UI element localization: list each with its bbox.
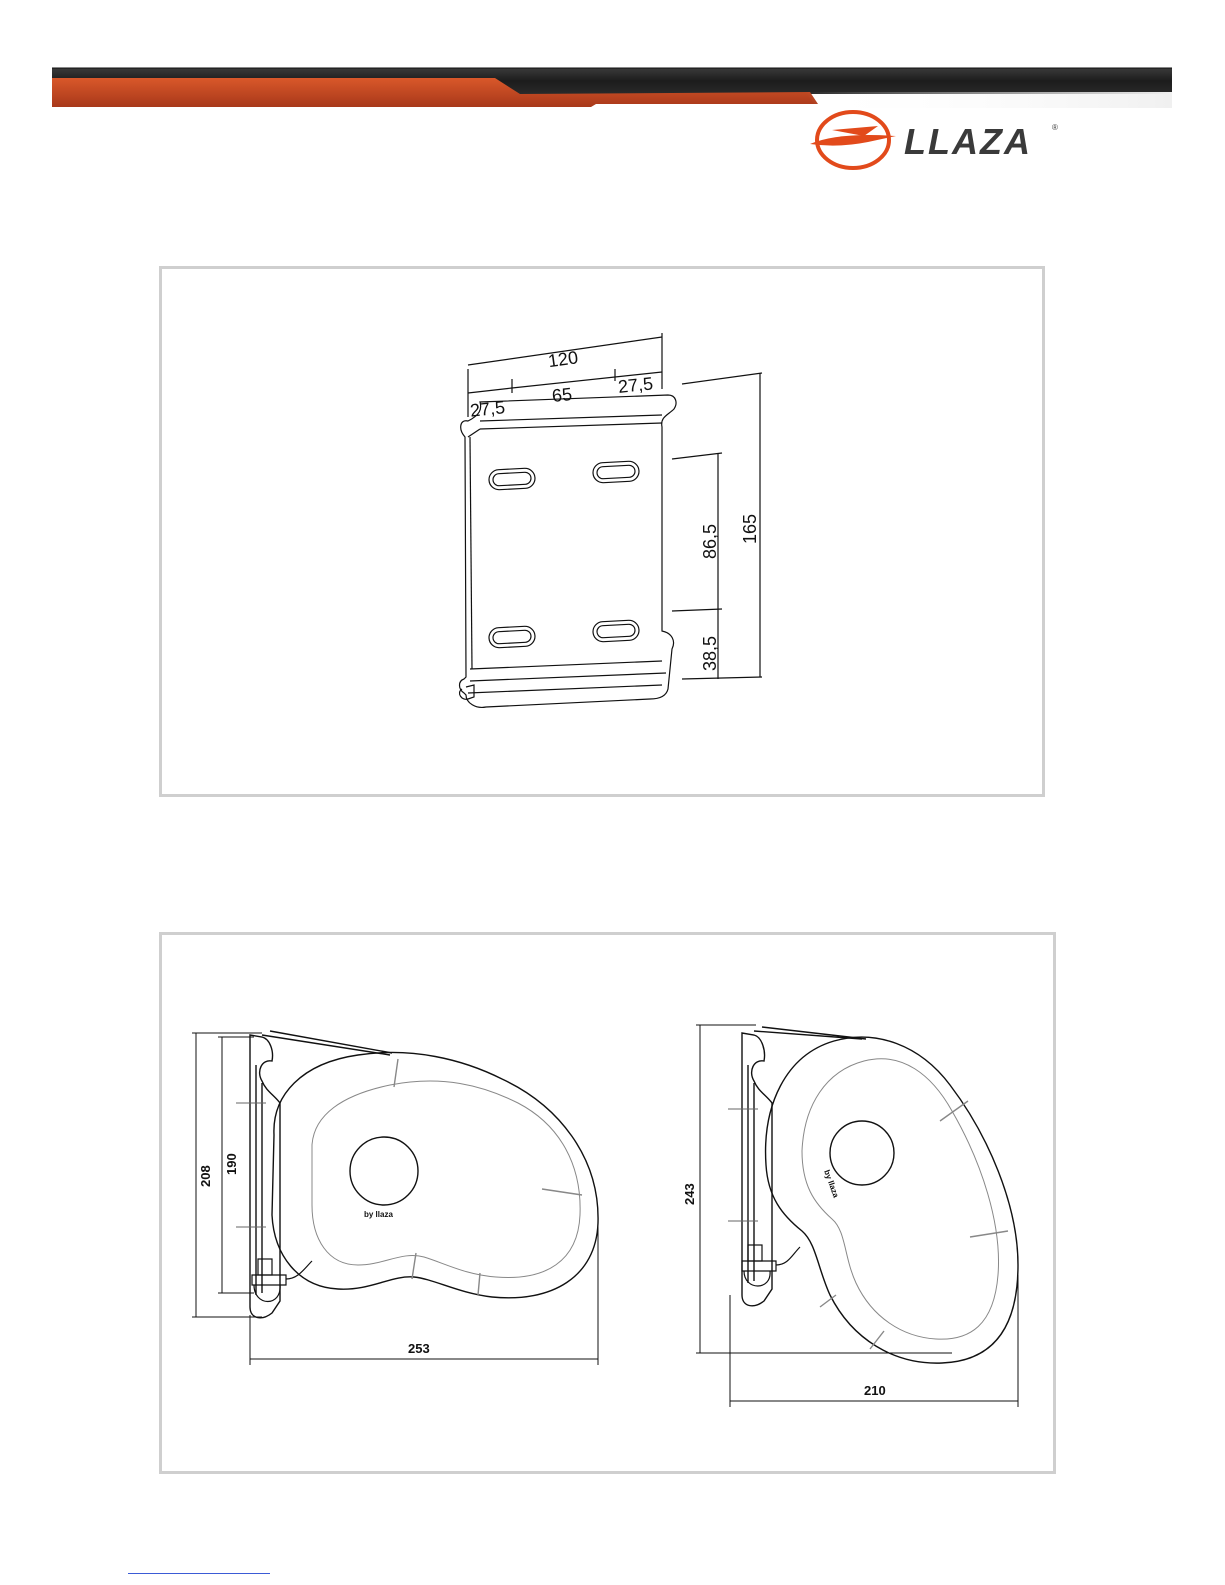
profile-left-axle xyxy=(350,1137,418,1205)
dim-total-height: 165 xyxy=(740,514,760,544)
footer-underline xyxy=(128,1573,270,1574)
dim-total-width: 120 xyxy=(547,347,580,371)
dim-right-height: 243 xyxy=(682,1183,697,1205)
slot-bottom-left xyxy=(489,626,536,648)
dim-hole-spacing-v: 86,5 xyxy=(700,524,720,559)
dim-right-width: 210 xyxy=(864,1383,886,1398)
slot-top-right xyxy=(593,461,640,483)
profile-right xyxy=(728,1027,1018,1363)
bracket-drawing-panel: 120 27,5 65 27,5 86,5 38,5 165 xyxy=(159,266,1045,797)
header-band xyxy=(0,0,1225,120)
grey-fade xyxy=(805,92,1172,108)
left-stamp: by llaza xyxy=(364,1210,393,1219)
dim-bottom-offset: 38,5 xyxy=(700,636,720,671)
profile-drawing-panel: 208 190 253 by llaza xyxy=(159,932,1056,1474)
dim-right-offset: 27,5 xyxy=(617,373,654,397)
registered-mark: ® xyxy=(1052,123,1058,132)
dim-left-height-inner: 190 xyxy=(224,1153,239,1175)
bracket-drawing: 120 27,5 65 27,5 86,5 38,5 165 xyxy=(162,269,1042,794)
dim-left-offset: 27,5 xyxy=(469,397,506,421)
slot-bottom-right xyxy=(593,620,640,642)
profile-drawings: 208 190 253 by llaza xyxy=(162,935,1053,1471)
dim-hole-spacing-h: 65 xyxy=(551,384,573,406)
llaza-logo: LLAZA ® xyxy=(808,108,1068,172)
dim-left-width: 253 xyxy=(408,1341,430,1356)
bracket-plate xyxy=(460,395,677,707)
dim-left-height-outer: 208 xyxy=(198,1165,213,1187)
profile-left xyxy=(236,1031,598,1318)
profile-right-axle xyxy=(830,1121,894,1185)
slot-top-left xyxy=(489,468,536,490)
logo-wordmark: LLAZA xyxy=(904,121,1032,162)
profile-right-body xyxy=(766,1037,1018,1363)
